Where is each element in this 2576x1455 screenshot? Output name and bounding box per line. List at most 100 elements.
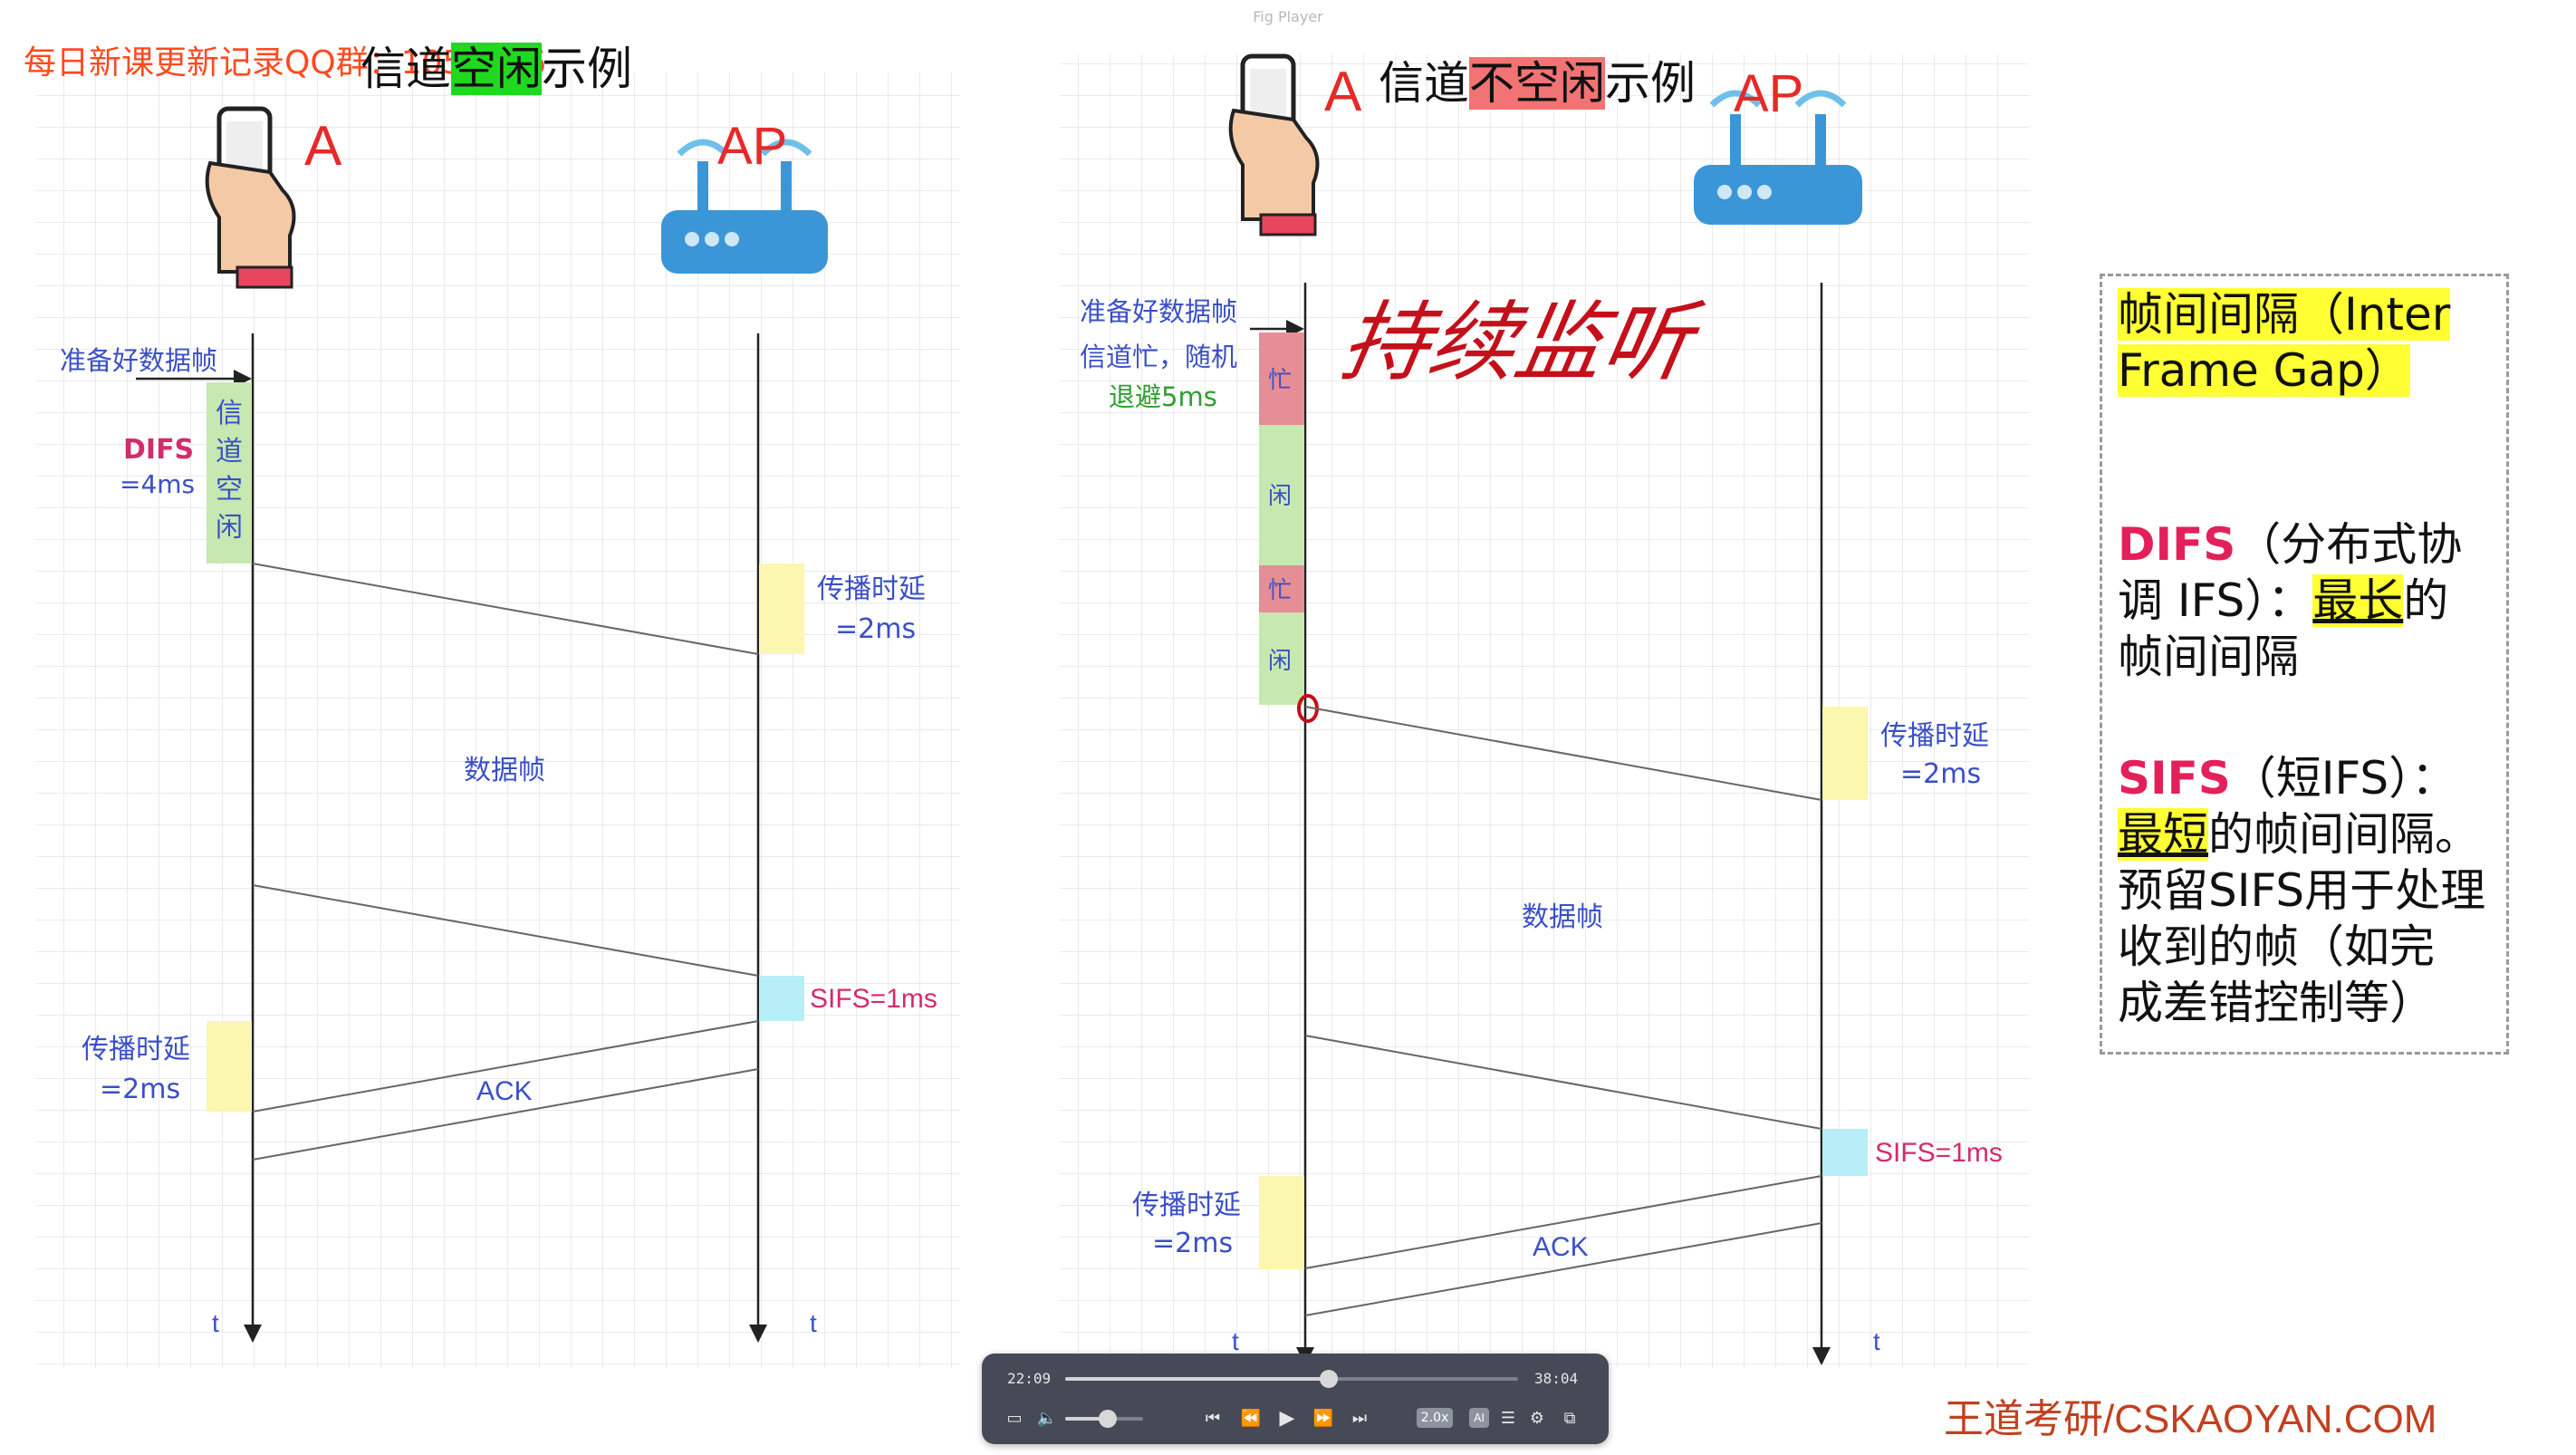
seg-idle-1-label: 闲: [1268, 483, 1292, 510]
difs-definition: DIFS（分布式协 调 IFS）：最长的 帧间间隔: [2118, 516, 2462, 685]
station-ap-right: AP: [1734, 64, 1804, 123]
seg-idle-2: [1259, 612, 1304, 705]
left-grid: [36, 72, 960, 1368]
data-frame-top-right: [1304, 706, 1822, 801]
volume-handle[interactable]: [1099, 1410, 1118, 1428]
right-title-pre: 信道: [1379, 57, 1469, 110]
right-title-highlight: 不空闲: [1469, 57, 1605, 110]
right-slide-title: 信道不空闲示例: [1379, 47, 1696, 112]
data-frame-top-left: [252, 563, 759, 655]
handwritten-annotation: 持续监听: [1333, 292, 1700, 393]
sifs-label-right: SIFS=1ms: [1875, 1138, 2003, 1168]
seg-busy-1: [1259, 332, 1304, 425]
prop-delay-value-ap-left: =2ms: [835, 613, 916, 645]
data-frame-label-left: 数据帧: [464, 755, 545, 786]
time-axis-ap-right: t: [1873, 1327, 1880, 1355]
difs-line-2-post: 的: [2403, 574, 2449, 627]
backoff-label-right: 退避5ms: [1109, 381, 1217, 412]
seg-idle-2-label: 闲: [1268, 648, 1292, 675]
skip-previous-icon[interactable]: ⏮: [1205, 1409, 1221, 1428]
video-player-controls: 22:09 38:04 ▭ 🔈 ⏮ ⏪ ▶ ⏩ ⏭ 2.0x AI ☰ ⚙ ⧉: [982, 1354, 1609, 1444]
time-axis-ap-left: t: [810, 1309, 817, 1337]
ifs-line-2: Frame Gap）: [2118, 344, 2410, 397]
difs-term: DIFS: [2118, 518, 2236, 571]
skip-next-icon[interactable]: ⏭: [1351, 1409, 1368, 1428]
seg-busy-2: [1259, 565, 1304, 612]
time-axis-a-right: t: [1232, 1327, 1239, 1355]
data-frame-label-right: 数据帧: [1522, 901, 1603, 933]
station-a-right: A: [1324, 61, 1362, 123]
sifs-bar-left: [759, 976, 804, 1021]
prop-delay-label-ap-left: 传播时延: [817, 573, 926, 605]
ready-label-right: 准备好数据帧: [1080, 296, 1237, 327]
difs-longest: 最长: [2312, 574, 2404, 627]
side-notes-box: [2100, 274, 2509, 1055]
ack-bottom-left: [252, 1068, 759, 1161]
phone-icon-left: [205, 106, 296, 289]
cast-icon[interactable]: ▭: [1006, 1409, 1023, 1428]
playback-speed-button[interactable]: 2.0x: [1417, 1408, 1453, 1428]
progress-slider[interactable]: [1065, 1370, 1518, 1388]
prop-delay-value-a-right: =2ms: [1152, 1228, 1233, 1259]
idle-char-3: 空: [216, 474, 243, 506]
sifs-term: SIFS: [2118, 752, 2231, 805]
ack-bottom-right: [1304, 1222, 1822, 1316]
progress-handle[interactable]: [1320, 1370, 1338, 1388]
brand-footer: 王道考研/CSKAOYAN.COM: [1944, 1397, 2437, 1441]
progress-fill: [1065, 1377, 1329, 1381]
idle-char-2: 道: [216, 436, 243, 467]
settings-sliders-icon[interactable]: ⚙: [1529, 1409, 1545, 1428]
ifs-line-1: 帧间间隔（Inter: [2118, 288, 2451, 341]
prop-delay-bar-ap-right: [1822, 707, 1868, 800]
sifs-line-4: 收到的帧（如完: [2118, 920, 2435, 973]
seg-idle-1: [1259, 425, 1304, 565]
playlist-icon[interactable]: ☰: [1500, 1409, 1516, 1428]
ai-button[interactable]: AI: [1469, 1408, 1489, 1428]
prop-delay-bar-a-left: [207, 1021, 252, 1112]
play-icon[interactable]: ▶: [1279, 1407, 1295, 1430]
left-title-highlight: 空闲: [451, 43, 542, 95]
picture-in-picture-icon[interactable]: ⧉: [1563, 1409, 1576, 1428]
phone-icon-right: [1228, 53, 1320, 236]
ack-top-left: [252, 1020, 759, 1113]
prop-delay-value-a-left: =2ms: [100, 1074, 180, 1105]
volume-slider[interactable]: [1065, 1410, 1143, 1428]
sifs-shortest: 最短: [2118, 808, 2208, 861]
data-frame-bottom-right: [1304, 1035, 1822, 1130]
sifs-line-3: 预留SIFS用于处理: [2118, 864, 2486, 917]
sifs-line-5: 成差错控制等）: [2118, 977, 2435, 1029]
window-title: Fig Player: [1253, 8, 1323, 25]
fast-forward-icon[interactable]: ⏩: [1312, 1409, 1334, 1428]
difs-label-left: DIFS: [123, 434, 194, 466]
prop-delay-bar-ap-left: [759, 564, 804, 654]
sifs-line-1: （短IFS）：: [2230, 752, 2457, 805]
prop-delay-value-ap-right: =2ms: [1900, 758, 1981, 790]
idle-char-4: 闲: [216, 512, 243, 544]
volume-icon[interactable]: 🔈: [1036, 1409, 1058, 1428]
right-grid: [1060, 54, 2029, 1368]
idle-char-1: 信: [216, 398, 243, 429]
prop-delay-label-a-left: 传播时延: [82, 1034, 190, 1065]
sifs-line-2-post: 的帧间间隔。: [2208, 808, 2480, 861]
prop-delay-bar-a-right: [1259, 1176, 1304, 1269]
right-title-post: 示例: [1605, 57, 1696, 110]
difs-value-left: =4ms: [120, 469, 195, 499]
station-ap-left: AP: [717, 117, 788, 176]
seg-busy-2-label: 忙: [1268, 577, 1292, 604]
sifs-label-left: SIFS=1ms: [810, 984, 937, 1014]
sifs-definition: SIFS（短IFS）： 最短的帧间间隔。 预留SIFS用于处理 收到的帧（如完 …: [2118, 750, 2485, 1031]
left-title-post: 示例: [542, 43, 632, 95]
prop-delay-label-ap-right: 传播时延: [1880, 720, 1989, 752]
data-frame-bottom-left: [252, 884, 759, 977]
ack-label-right: ACK: [1533, 1232, 1589, 1262]
difs-line-3: 帧间间隔: [2118, 631, 2299, 683]
ack-label-left: ACK: [476, 1076, 533, 1106]
time-axis-a-left: t: [212, 1309, 219, 1337]
ack-top-right: [1304, 1175, 1822, 1269]
rewind-icon[interactable]: ⏪: [1240, 1409, 1262, 1428]
current-time: 22:09: [1007, 1370, 1052, 1387]
left-slide-title: 信道空闲示例: [360, 33, 632, 98]
busy-label-right: 信道忙，随机: [1080, 342, 1237, 372]
total-time: 38:04: [1534, 1370, 1579, 1387]
